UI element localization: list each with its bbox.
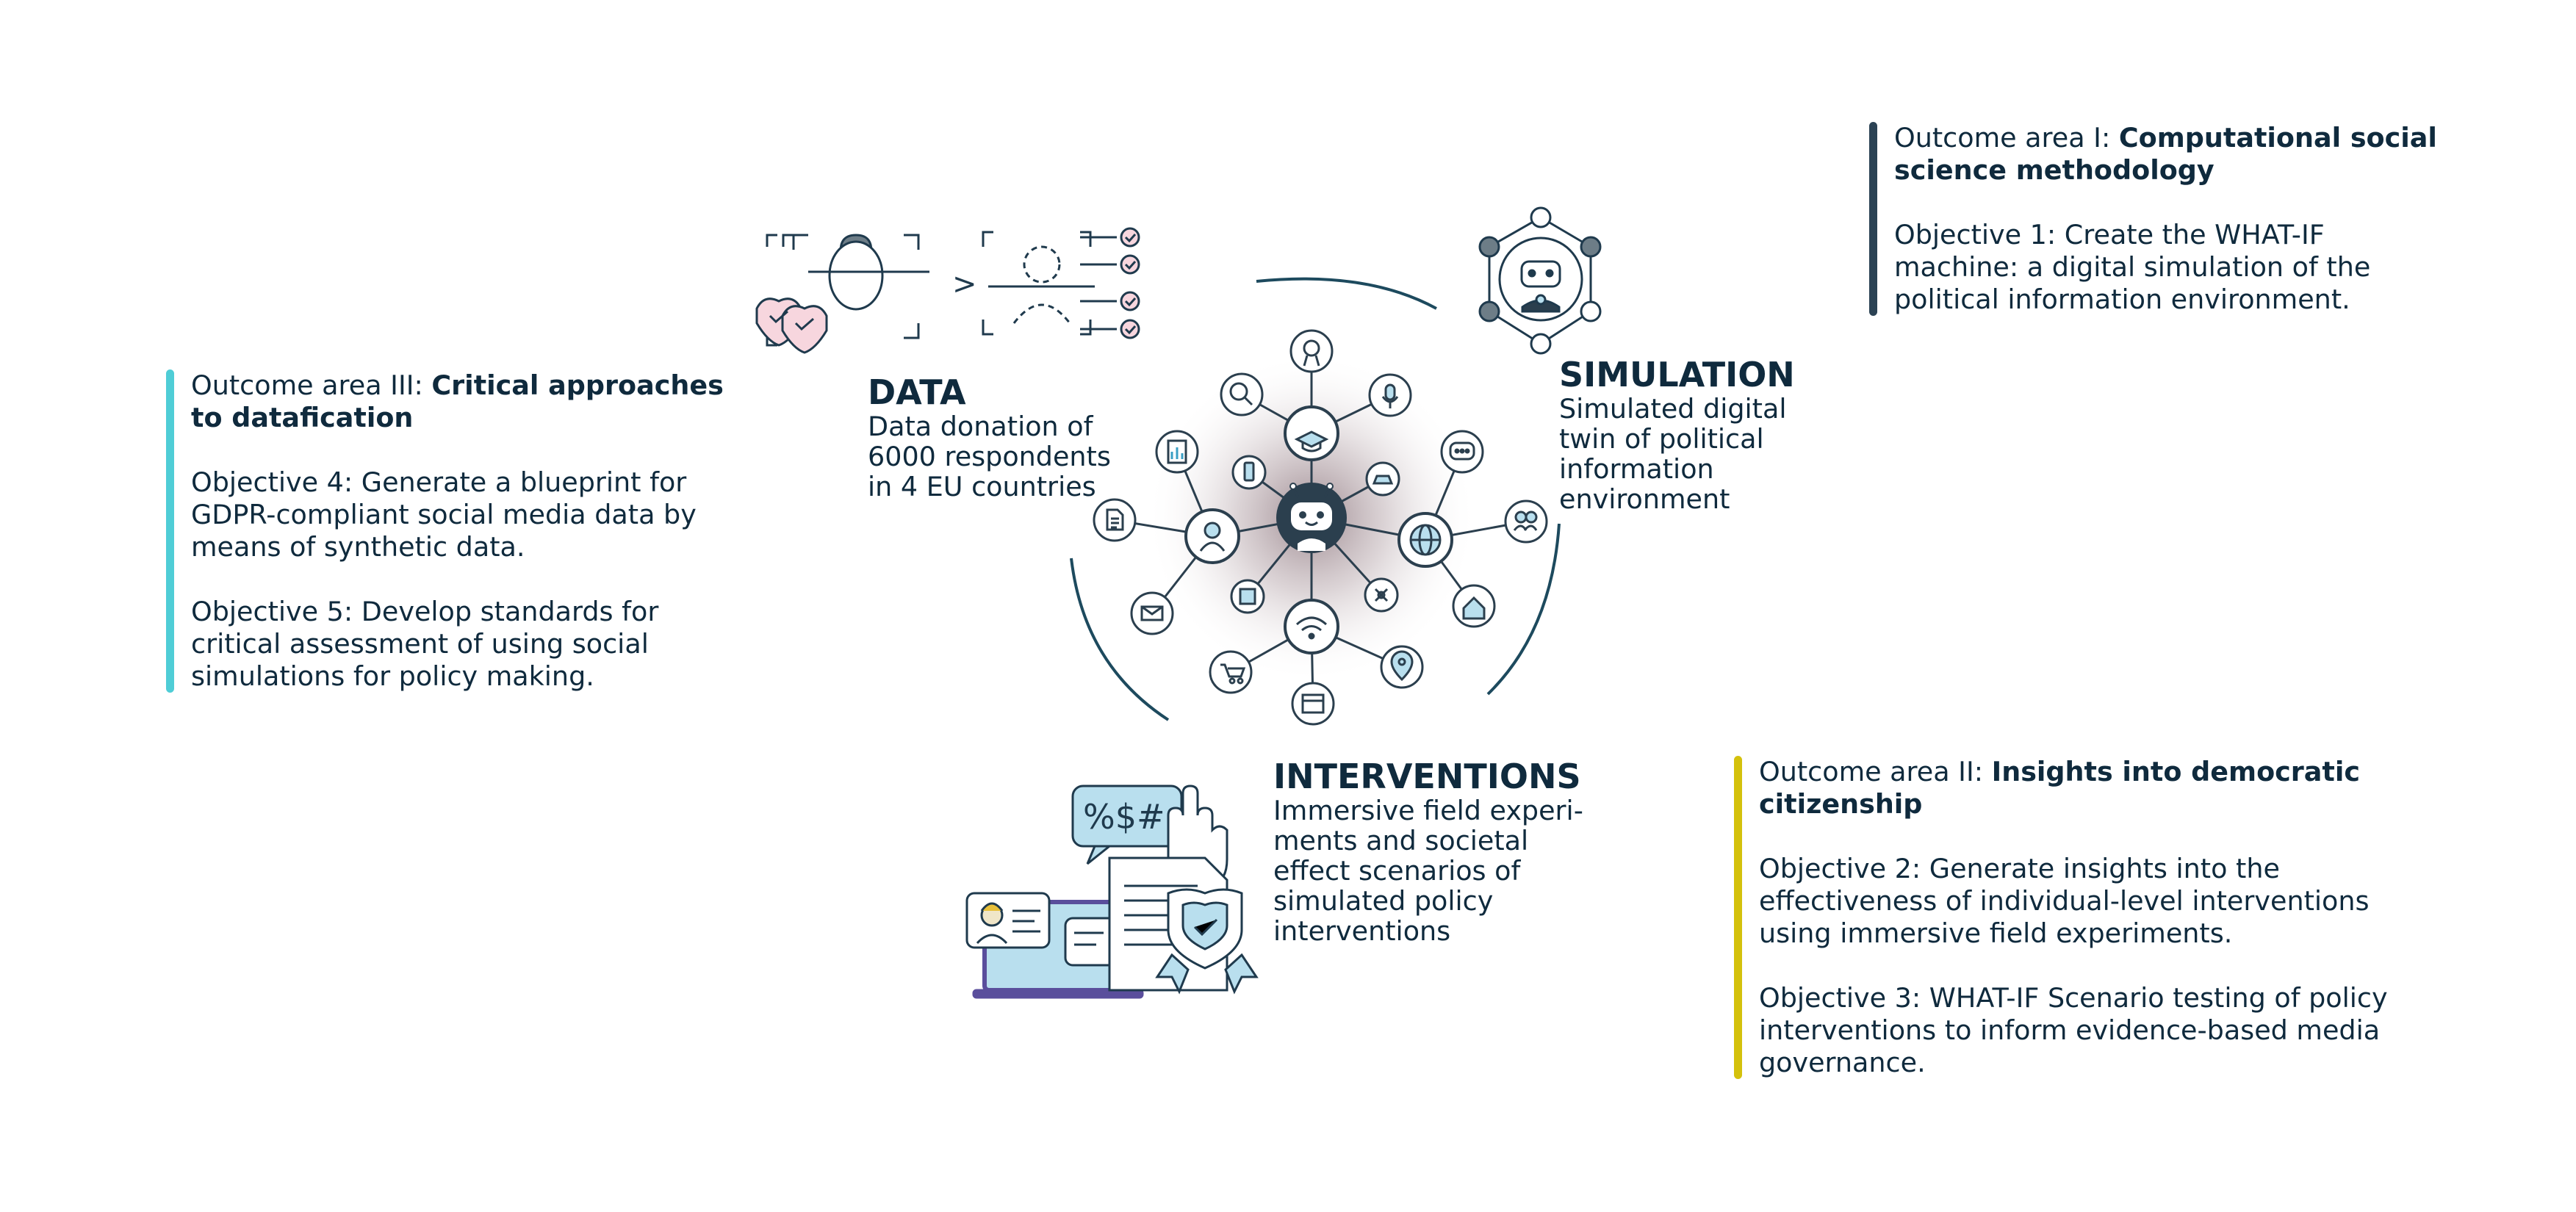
shield-check-icon (781, 305, 828, 354)
simulation-line-2: twin of political (1559, 423, 1764, 455)
video-call-bubble-icon (965, 892, 1051, 949)
outcome-area-2-prefix: Outcome area II: (1759, 756, 1992, 787)
objective-2: Objective 2: Generate insights into the … (1759, 853, 2370, 949)
interventions-illustration: %$# (965, 784, 1259, 999)
data-title: DATA (868, 372, 966, 412)
data-donation-illustration: > (755, 227, 1140, 354)
outcome-area-1: Outcome area I: Computational social sci… (1869, 122, 2453, 316)
arc-left (1070, 558, 1170, 721)
people-icon (1504, 499, 1548, 544)
simulation-line-4: environment (1559, 483, 1730, 515)
objective-5: Objective 5: Develop standards for criti… (191, 596, 659, 692)
outcome-area-2: Outcome area II: Insights into democrati… (1734, 756, 2442, 1079)
outcome-area-1-title: Computational social science methodology (1894, 122, 2437, 186)
search-icon (1220, 372, 1264, 416)
outcome-area-1-heading: Outcome area I: Computational social sci… (1894, 122, 2453, 187)
data-line-2: 6000 respondents (868, 441, 1111, 472)
outcome-area-3: Outcome area III: Critical approaches to… (166, 369, 749, 693)
outcome-area-3-prefix: Outcome area III: (191, 369, 432, 401)
data-line-3: in 4 EU countries (868, 471, 1096, 502)
interventions-line-1: Immersive field experi- (1273, 795, 1583, 826)
arc-top (1256, 277, 1437, 310)
simulation-title: SIMULATION (1559, 355, 1795, 394)
interventions-line-4: simulated policy (1273, 885, 1494, 917)
interventions-title: INTERVENTIONS (1273, 757, 1581, 796)
data-line-1: Data donation of (868, 411, 1093, 442)
interventions-line-3: effect scenarios of (1273, 855, 1521, 887)
simulation-line-3: information (1559, 453, 1714, 485)
cart-icon (1209, 650, 1253, 694)
objective-1: Objective 1: Create the WHAT-IF machine:… (1894, 219, 2371, 315)
outcome-area-2-bar (1734, 756, 1742, 1079)
node-glyphs (1106, 339, 1538, 714)
outcome-area-2-title: Insights into democratic citizenship (1759, 756, 2361, 820)
award-icon (1289, 329, 1334, 373)
objective-3: Objective 3: WHAT-IF Scenario testing of… (1759, 982, 2388, 1078)
outcome-area-2-heading: Outcome area II: Insights into democrati… (1759, 756, 2442, 820)
checklist-icon (1080, 227, 1140, 339)
interventions-line-2: ments and societal (1273, 825, 1529, 856)
cycle-arcs (1070, 277, 1561, 721)
document-icon (1093, 498, 1137, 542)
box-icon (1291, 682, 1335, 726)
outcome-area-3-title: Critical approaches to datafication (191, 369, 724, 433)
simulation-robot-hex-icon (1478, 206, 1602, 355)
interventions-line-5: interventions (1273, 915, 1451, 947)
outcome-area-1-prefix: Outcome area I: (1894, 122, 2119, 154)
outcome-area-3-bar (166, 369, 174, 693)
arc-right (1486, 523, 1561, 696)
outcome-area-3-heading: Outcome area III: Critical approaches to… (191, 369, 749, 434)
objective-4: Objective 4: Generate a blueprint for GD… (191, 466, 697, 563)
data-block: DATA Data donation of 6000 respondents i… (868, 373, 1176, 502)
interventions-block: INTERVENTIONS Immersive field experi- me… (1273, 757, 1626, 946)
robot-icon (1276, 483, 1347, 553)
outcome-area-1-bar (1869, 122, 1877, 316)
interventions-symbols: %$# (1083, 797, 1165, 837)
simulation-block: SIMULATION Simulated digital twin of pol… (1559, 356, 1868, 514)
simulation-line-1: Simulated digital (1559, 393, 1787, 425)
data-arrow-icon: > (952, 267, 977, 301)
